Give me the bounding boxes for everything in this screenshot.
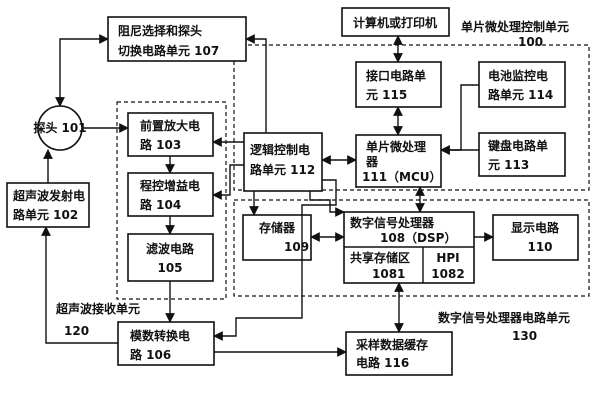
buffer-label-1: 采样数据缓存: [355, 337, 428, 352]
display-label-1: 显示电路: [511, 220, 560, 235]
mcu-unit-label-2: 100: [518, 35, 543, 49]
keyboard-label-2: 元 113: [488, 158, 529, 172]
receiver-unit-outline: [116, 101, 227, 300]
keyboard-block: [478, 132, 566, 177]
memory-block: [242, 214, 312, 261]
buffer-block: [345, 331, 453, 376]
keyboard-label-1: 键盘电路单: [487, 138, 548, 153]
interface-label-1: 接口电路单: [366, 68, 426, 83]
mcu-label-3: 111（MCU）: [362, 169, 442, 184]
pga-label-2: 路 104: [140, 197, 181, 212]
hpi-label-1: HPI: [436, 251, 459, 265]
link-logic-adc: [213, 179, 337, 341]
link-logic-pga: [212, 164, 244, 200]
shared-memory-label-1: 共享存储区: [350, 250, 410, 265]
adc-label-1: 模数转换电: [130, 328, 190, 343]
battery-monitor-label-2: 路单元 114: [488, 87, 553, 102]
transmitter-label-2: 路单元 102: [13, 207, 78, 222]
dsp-unit-label-1: 数字信号处理器电路单元: [438, 310, 570, 325]
link-probe-damping: [55, 34, 109, 107]
transmitter-label-1: 超声波发射电: [12, 188, 85, 203]
mcu-label-1: 单片微处理: [366, 139, 426, 154]
receiver-unit-label-1: 超声波接收单元: [55, 301, 140, 316]
receiver-unit-label-2: 120: [64, 324, 89, 338]
logic-control-block: [243, 132, 323, 192]
battery-monitor-label-1: 电池监控电: [488, 68, 548, 83]
damping-switch-label-1: 阻尼选择和探头: [118, 23, 202, 38]
computer-printer-block: [341, 7, 450, 37]
dsp-unit-outline: [233, 199, 590, 297]
link-logic-damping: [245, 34, 267, 133]
link-logic-dsp: [309, 191, 345, 217]
memory-label-1: 存储器: [258, 220, 296, 235]
logic-control-label-2: 路单元 112: [250, 162, 315, 177]
filter-label-2: 105: [157, 261, 182, 275]
preamp-block: [127, 112, 214, 157]
shared-memory-label-2: 1081: [372, 267, 405, 281]
logic-control-label-1: 逻辑控制电: [250, 142, 310, 157]
probe-label: 探头 101: [33, 120, 86, 135]
dsp-unit-label-2: 130: [512, 329, 537, 343]
link-battery-mcu: [440, 84, 479, 155]
pga-label-1: 程控增益电: [140, 178, 200, 193]
display-label-2: 110: [527, 240, 552, 254]
adc-label-2: 路 106: [130, 347, 171, 362]
link-adc-transmitter: [41, 226, 118, 344]
buffer-label-2: 电路 116: [356, 355, 409, 370]
hpi-label-2: 1082: [431, 267, 464, 281]
damping-switch-label-2: 切换电路单元 107: [118, 43, 219, 58]
memory-label-2: 109: [284, 240, 309, 254]
mcu-unit-outline: [233, 44, 590, 191]
preamp-label-2: 路 103: [140, 137, 181, 152]
interface-label-2: 元 115: [366, 88, 407, 102]
filter-block: [127, 233, 214, 282]
dsp-label-2: 108（DSP）: [380, 230, 456, 245]
preamp-label-1: 前置放大电: [140, 118, 200, 133]
display-block: [492, 214, 579, 261]
dsp-label-1: 数字信号处理器: [350, 215, 435, 230]
filter-label-1: 滤波电路: [146, 241, 195, 256]
mcu-label-2: 器: [365, 155, 379, 169]
computer-printer-label: 计算机或打印机: [353, 15, 437, 30]
mcu-unit-label-1: 单片微处理控制单元: [461, 19, 569, 34]
battery-monitor-block: [478, 61, 566, 108]
